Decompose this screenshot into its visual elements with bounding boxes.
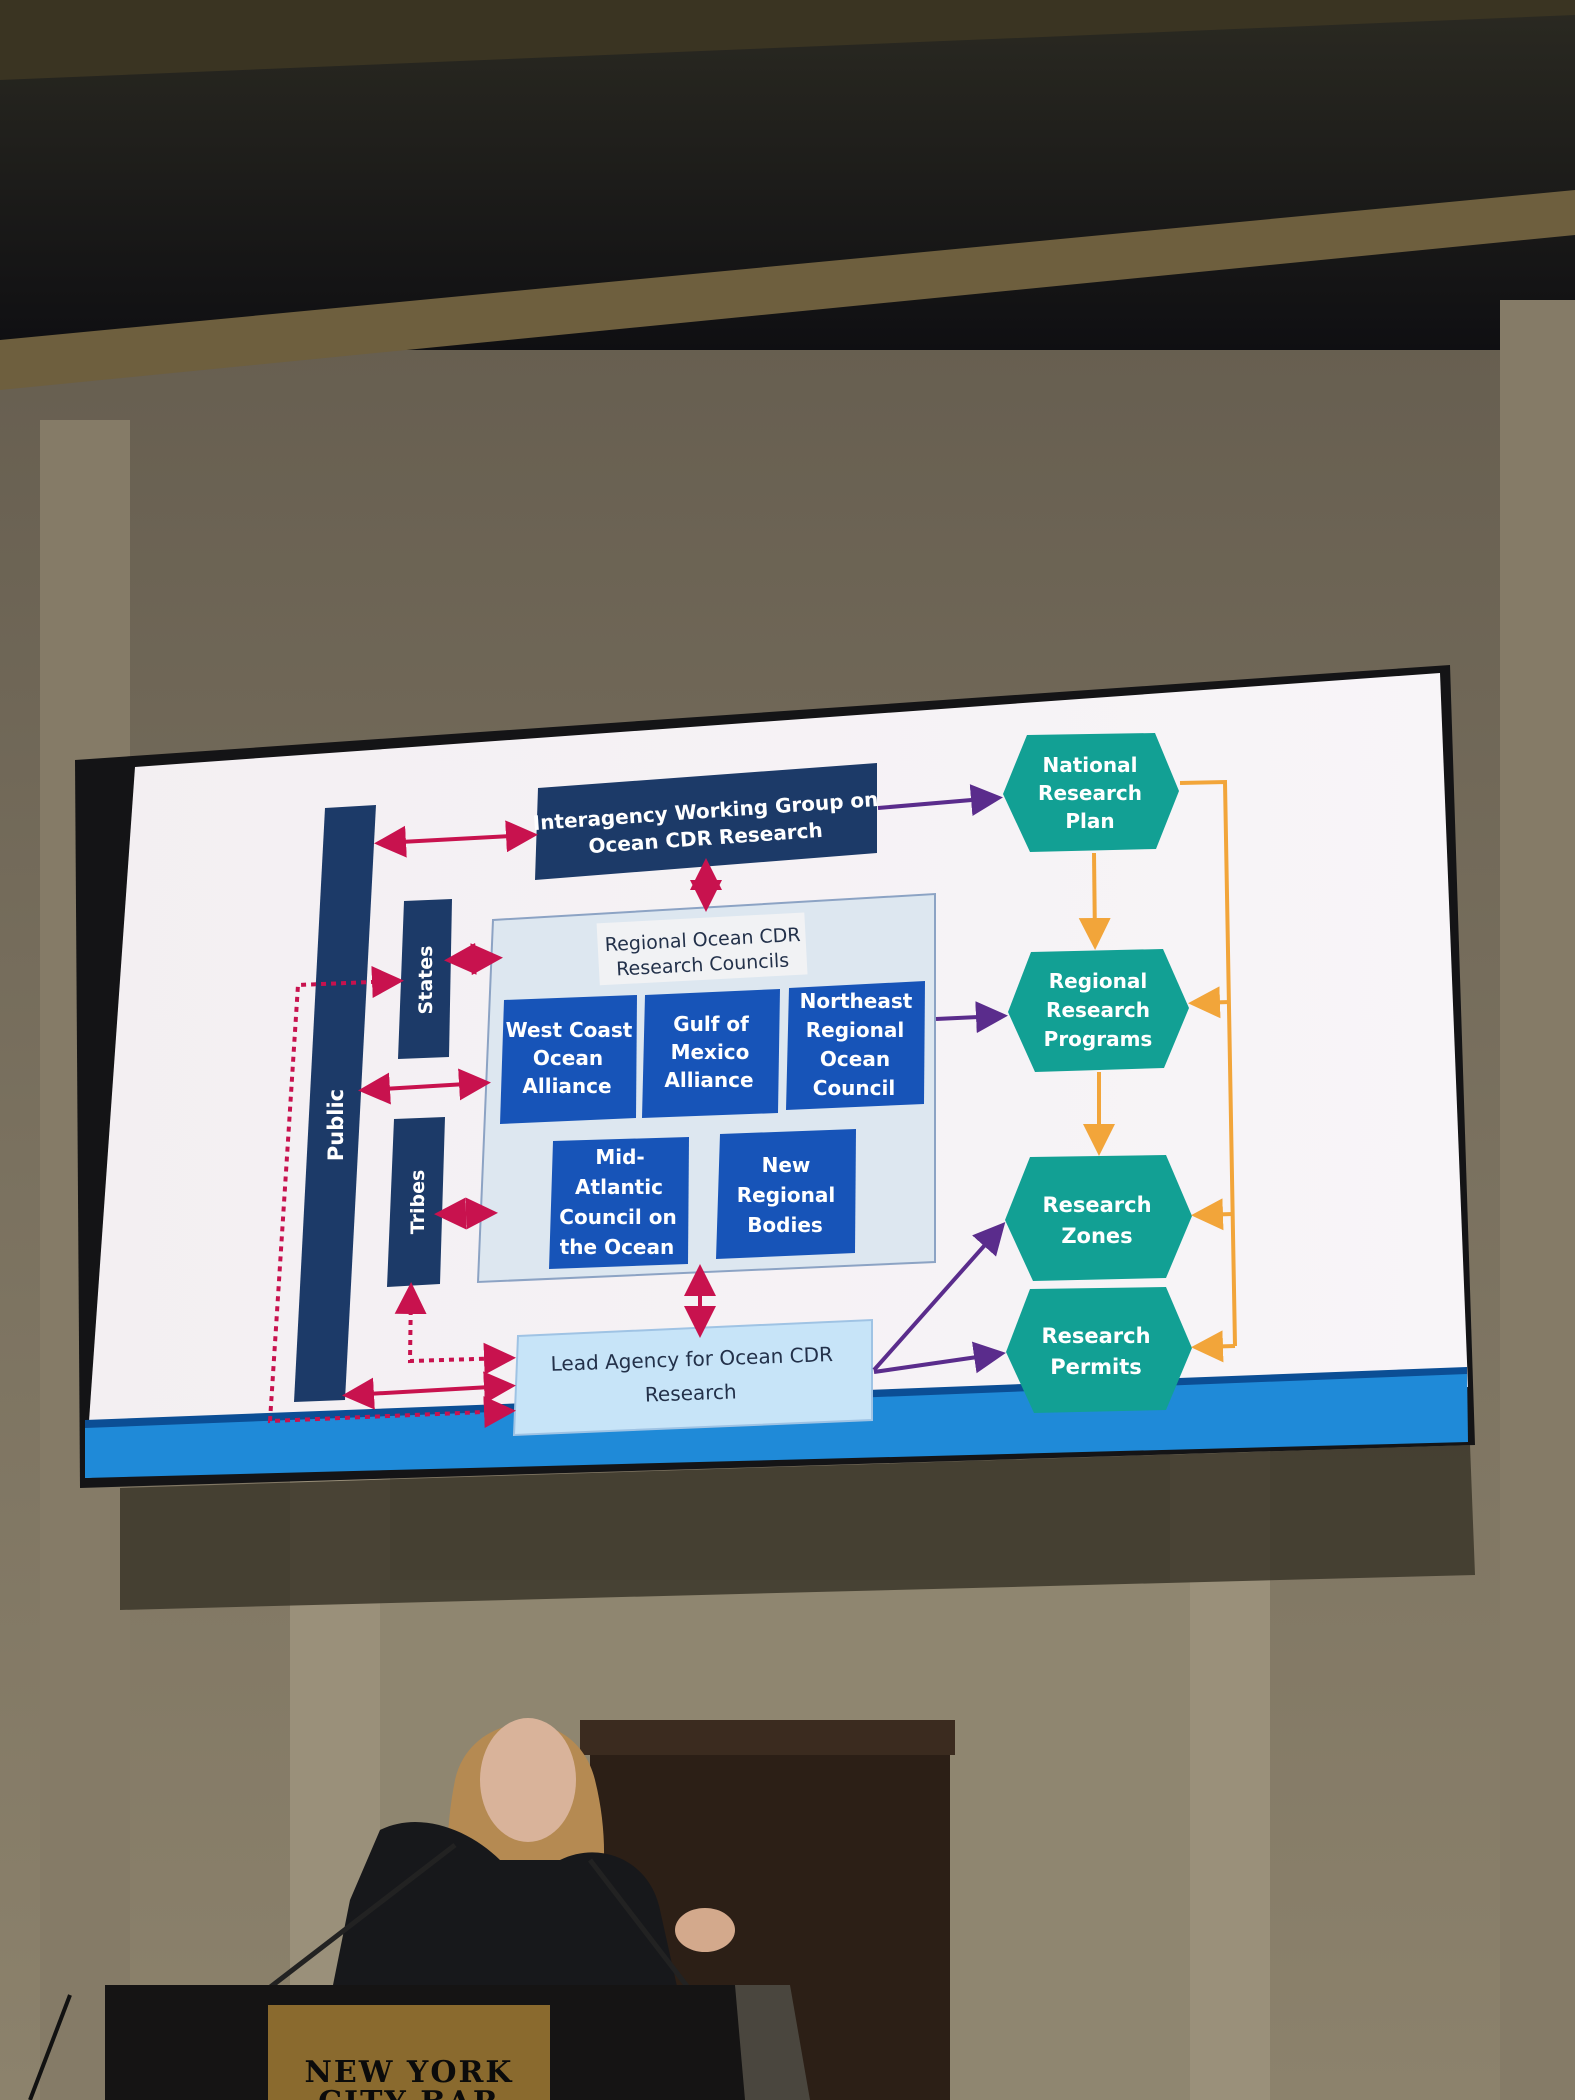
new-regional-line1: New <box>762 1153 811 1177</box>
west-coast-box <box>500 995 637 1124</box>
states-label: States <box>415 946 437 1015</box>
dotted-arrows <box>267 965 516 1428</box>
gulf-line1: Gulf of <box>673 1012 749 1036</box>
mid-atlantic-line4: the Ocean <box>560 1235 674 1259</box>
arrow-national-plan-regional-programs <box>1078 852 1111 950</box>
lead-agency-line2: Research <box>644 1379 737 1406</box>
research-zones-line2: Zones <box>1061 1224 1132 1248</box>
public-label: Public <box>324 1089 348 1161</box>
arrow-public-working-group <box>374 820 538 858</box>
working-group-box <box>535 763 877 880</box>
regional-programs-hexagon <box>1008 949 1189 1072</box>
microphone-left <box>258 1843 457 1997</box>
national-plan-line3: Plan <box>1065 809 1114 833</box>
speaker-hand <box>675 1908 735 1952</box>
northeast-line2: Regional <box>806 1018 904 1042</box>
arrow-spine-research-permits <box>1191 1330 1236 1363</box>
northeast-line4: Council <box>813 1076 895 1100</box>
mid-atlantic-line3: Council on <box>559 1205 676 1229</box>
arrow-tribes-councils <box>434 1197 498 1230</box>
west-coast-line2: Ocean <box>533 1046 603 1070</box>
podium-sign-line2: CITY BAR <box>318 2085 500 2100</box>
podium-side <box>735 1985 810 2100</box>
mid-atlantic-line2: Atlantic <box>575 1175 663 1199</box>
gulf-line2: Mexico <box>671 1040 750 1064</box>
arrow-working-group-national-plan <box>877 784 1003 816</box>
regional-programs-line2: Research <box>1046 998 1150 1022</box>
tribes-label: Tribes <box>407 1170 429 1235</box>
mid-atlantic-box <box>549 1137 689 1269</box>
arrow-spine-regional-programs <box>1188 986 1231 1019</box>
ceiling-band <box>0 0 1575 80</box>
arrow-spine-research-zones <box>1191 1198 1234 1231</box>
speaker-face <box>480 1718 576 1842</box>
research-zones-line1: Research <box>1042 1193 1151 1217</box>
public-bar <box>294 805 376 1402</box>
purple-arrows <box>872 784 1008 1374</box>
northeast-box <box>786 981 925 1110</box>
microphone-right <box>588 1858 692 1992</box>
arrow-councils-regional-programs <box>935 1001 1008 1034</box>
arrow-lead-agency-research-zones <box>872 1222 1006 1372</box>
regional-programs-line1: Regional <box>1049 969 1147 993</box>
research-zones-hexagon <box>1005 1155 1192 1281</box>
northeast-line1: Northeast <box>800 989 913 1013</box>
podium-sign-line1: NEW YORK <box>305 2055 514 2090</box>
orange-spine <box>1179 779 1237 1347</box>
microphone-far-left <box>28 1994 72 2100</box>
national-plan-hexagon <box>1003 733 1179 852</box>
new-regional-box <box>716 1129 856 1259</box>
gulf-box <box>642 989 780 1118</box>
regional-programs-line3: Programs <box>1044 1027 1153 1051</box>
mid-atlantic-line1: Mid- <box>595 1145 644 1169</box>
research-permits-line2: Permits <box>1050 1355 1142 1379</box>
screen-shadow <box>120 1445 1475 1610</box>
national-plan-line2: Research <box>1038 781 1142 805</box>
gulf-line3: Alliance <box>664 1068 753 1092</box>
research-permits-line1: Research <box>1041 1324 1150 1348</box>
northeast-line3: Ocean <box>820 1047 890 1071</box>
national-plan-line1: National <box>1043 753 1138 777</box>
new-regional-line3: Bodies <box>747 1213 823 1237</box>
west-coast-line1: West Coast <box>506 1018 633 1042</box>
lead-agency-box <box>512 1318 873 1437</box>
arrow-states-councils <box>444 942 503 976</box>
orange-arrows <box>1078 779 1237 1363</box>
arrow-lead-agency-research-permits <box>873 1341 1006 1374</box>
research-permits-hexagon <box>1006 1287 1192 1413</box>
new-regional-line2: Regional <box>737 1183 835 1207</box>
councils-title-bg <box>596 912 808 986</box>
right-pillar <box>1500 300 1575 2100</box>
podium-plaque <box>268 2005 550 2100</box>
curtain-fringe <box>0 190 1575 390</box>
dotted-loop-states <box>267 965 516 1428</box>
west-coast-line3: Alliance <box>522 1074 611 1098</box>
back-cabinet-top <box>580 1720 955 1755</box>
dotted-loop-tribes <box>394 1282 516 1375</box>
